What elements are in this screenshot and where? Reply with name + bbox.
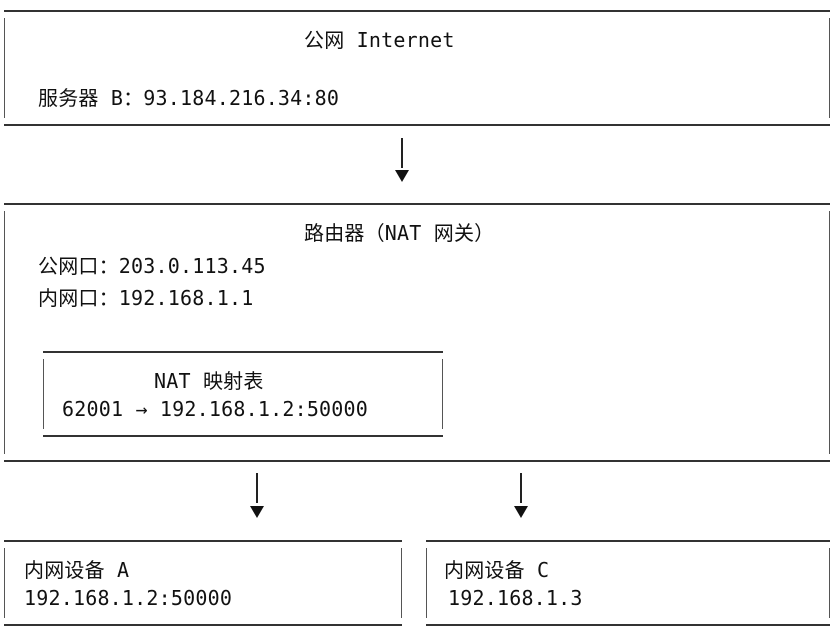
device-c-title: 内网设备 C bbox=[444, 558, 550, 582]
server-b-address: 服务器 B：93.184.216.34:80 bbox=[38, 86, 340, 110]
device-c-box: 内网设备 C 192.168.1.3 bbox=[426, 540, 830, 626]
router-box: 路由器（NAT 网关） 公网口：203.0.113.45 内网口：192.168… bbox=[4, 203, 830, 462]
arrow-internet-to-router bbox=[394, 138, 410, 186]
router-private-port: 内网口：192.168.1.1 bbox=[38, 286, 254, 310]
device-c-address: 192.168.1.3 bbox=[448, 586, 583, 610]
arrow-router-to-device-a bbox=[249, 473, 265, 521]
nat-table-entry: 62001 → 192.168.1.2:50000 bbox=[62, 397, 369, 421]
device-a-address: 192.168.1.2:50000 bbox=[24, 586, 233, 610]
device-a-title: 内网设备 A bbox=[24, 558, 130, 582]
internet-box: 公网 Internet 服务器 B：93.184.216.34:80 bbox=[4, 10, 830, 126]
nat-table-title: NAT 映射表 bbox=[154, 369, 264, 393]
nat-table-box: NAT 映射表 62001 → 192.168.1.2:50000 bbox=[43, 351, 443, 437]
router-title: 路由器（NAT 网关） bbox=[304, 221, 495, 245]
router-public-port: 公网口：203.0.113.45 bbox=[38, 254, 266, 278]
device-a-box: 内网设备 A 192.168.1.2:50000 bbox=[4, 540, 402, 626]
internet-title: 公网 Internet bbox=[304, 28, 455, 52]
arrow-router-to-device-c bbox=[513, 473, 529, 521]
